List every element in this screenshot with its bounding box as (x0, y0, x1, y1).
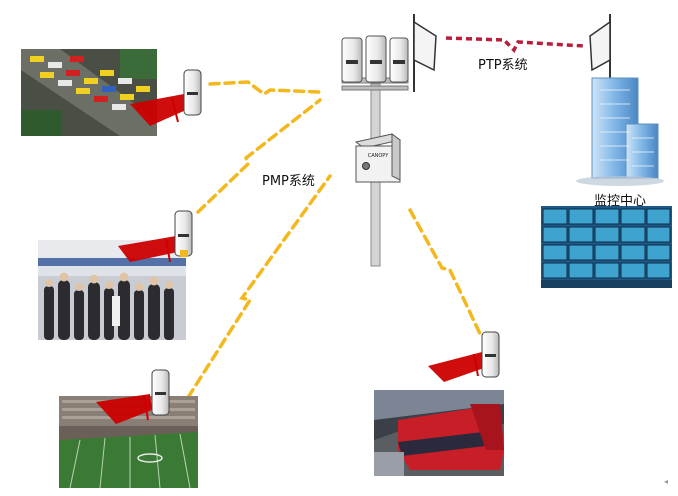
scene-traffic-photo (21, 49, 157, 136)
backhaul-antenna (413, 14, 437, 92)
edge-mark-icon: ◂ (664, 477, 668, 486)
tower-bracket-low (341, 85, 409, 91)
monitoring-building (576, 14, 664, 186)
cluster-management-box: CANOPY (354, 133, 402, 183)
access-point-1 (341, 37, 363, 83)
subscriber-module-station (118, 210, 193, 263)
monitoring-video-wall (541, 206, 672, 288)
scene-station-photo (38, 240, 186, 340)
pmp-link-traffic (208, 80, 322, 97)
scene-train-photo (374, 390, 504, 476)
access-point-3 (389, 37, 409, 83)
pmp-link-train (408, 208, 484, 340)
subscriber-module-stadium (96, 369, 170, 424)
access-point-2 (365, 35, 387, 83)
pmp-link-station (196, 98, 322, 214)
device-brand: CANOPY (368, 153, 389, 159)
ptp-system-label: PTP系统 (478, 58, 528, 73)
base-station-tower: CANOPY (341, 14, 437, 267)
subscriber-module-traffic (130, 69, 202, 126)
pmp-link-stadium (178, 174, 332, 412)
subscriber-module-train (428, 331, 500, 382)
pmp-system-label: PMP系统 (262, 174, 315, 189)
monitoring-center-label: 监控中心 (594, 194, 647, 209)
ptp-link (445, 36, 585, 53)
